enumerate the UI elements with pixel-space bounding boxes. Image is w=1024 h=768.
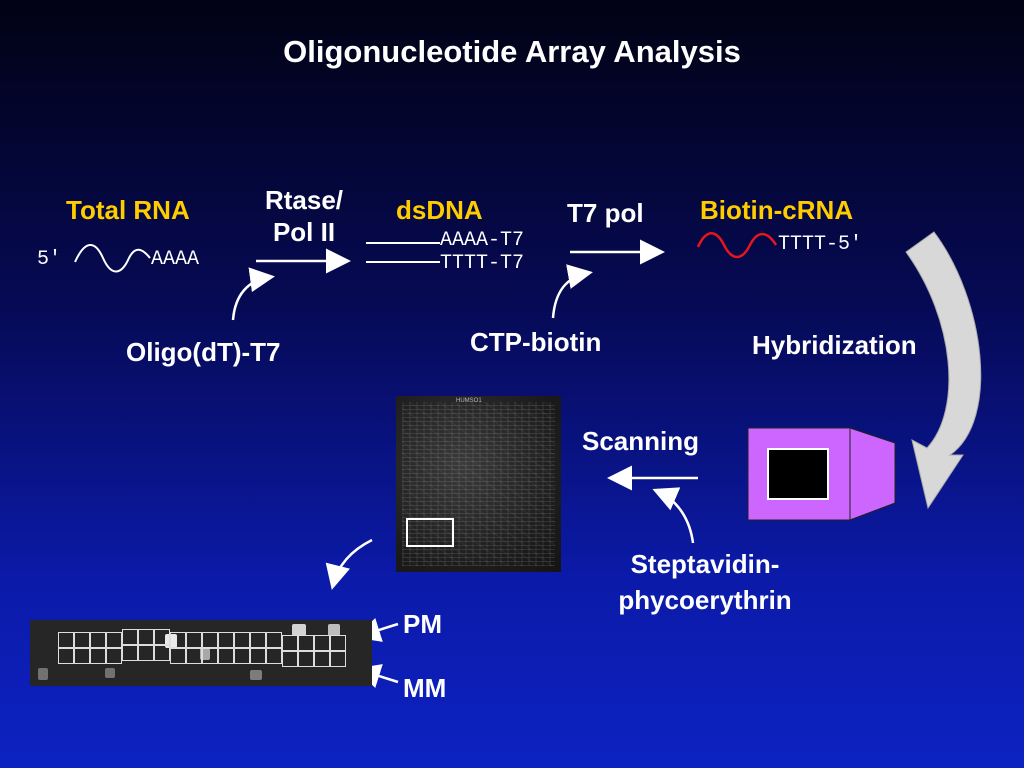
probe-spot — [292, 624, 306, 636]
label-dsdna: dsDNA — [396, 195, 483, 225]
mm-probe-cell — [250, 648, 266, 664]
probe-spot — [200, 648, 210, 660]
crna-tail-seq: TTTT-5′ — [778, 233, 863, 256]
label-strep-line2: phycoerythrin — [618, 585, 792, 615]
label-t7-pol: T7 pol — [567, 198, 644, 228]
pm-probe-cell — [154, 629, 170, 645]
rna-polya-tail: AAAA — [151, 248, 200, 271]
pm-probe-cell — [266, 632, 282, 648]
arrow-oligo — [231, 267, 275, 321]
probe-spot — [250, 670, 262, 680]
chip-caption: HUMSO1 — [456, 398, 482, 404]
probe-spot — [38, 668, 48, 680]
probe-cell-grid — [58, 629, 372, 667]
dsdna-top-strand-seq: AAAA-T7 — [440, 229, 525, 252]
arrow-streptavidin — [652, 487, 695, 544]
mm-probe-cell — [218, 648, 234, 664]
label-rtase-line1: Rtase/ — [264, 185, 344, 215]
pm-probe-cell — [58, 632, 74, 648]
label-hybridization: Hybridization — [752, 330, 917, 360]
chip-texture — [402, 402, 555, 566]
pm-probe-cell — [234, 632, 250, 648]
mm-probe-cell — [74, 648, 90, 664]
label-mm: MM — [403, 673, 447, 703]
label-rtase: Rtase/ Pol II — [258, 184, 350, 248]
label-biotin-crna: Biotin-cRNA — [700, 195, 854, 225]
arrow-hybridization — [905, 231, 982, 510]
label-oligo-dt-t7: Oligo(dT)-T7 — [126, 337, 281, 367]
mm-probe-cell — [154, 645, 170, 661]
pm-probe-cell — [314, 635, 330, 651]
label-pm: PM — [403, 609, 442, 639]
pm-probe-cell — [330, 635, 346, 651]
mm-probe-cell — [58, 648, 74, 664]
label-streptavidin: Steptavidin- phycoerythrin — [590, 546, 820, 618]
rna-squiggle — [74, 244, 151, 273]
pm-probe-cell — [74, 632, 90, 648]
probe-pair-strip — [30, 620, 372, 686]
mm-probe-cell — [234, 648, 250, 664]
label-ctp-biotin: CTP-biotin — [470, 327, 602, 357]
pm-probe-cell — [186, 632, 202, 648]
pm-probe-cell — [90, 632, 106, 648]
probe-spot — [328, 624, 340, 636]
pm-probe-cell — [170, 632, 186, 648]
pm-probe-cell — [298, 635, 314, 651]
mm-probe-cell — [314, 651, 330, 667]
mm-probe-cell — [186, 648, 202, 664]
mm-probe-cell — [106, 648, 122, 664]
chip-zoom-box — [406, 518, 454, 547]
pm-probe-cell — [282, 635, 298, 651]
mm-probe-cell — [298, 651, 314, 667]
mm-probe-cell — [202, 648, 218, 664]
mm-probe-cell — [90, 648, 106, 664]
label-rtase-line2: Pol II — [272, 217, 336, 247]
pm-probe-cell — [202, 632, 218, 648]
pm-probe-cell — [138, 629, 154, 645]
pm-probe-cell — [250, 632, 266, 648]
label-scanning: Scanning — [582, 426, 700, 456]
crna-squiggle — [696, 232, 778, 259]
arrow-zoom — [325, 538, 373, 590]
rna-5prime-label: 5′ — [37, 248, 62, 271]
scanned-chip-image: HUMSO1 — [396, 396, 561, 572]
mm-probe-cell — [330, 651, 346, 667]
scanner-icon — [747, 427, 896, 521]
arrow-ctp — [551, 264, 593, 319]
pm-probe-cell — [122, 629, 138, 645]
mm-probe-cell — [266, 648, 282, 664]
pm-probe-cell — [106, 632, 122, 648]
mm-probe-cell — [282, 651, 298, 667]
mm-probe-cell — [138, 645, 154, 661]
page-title: Oligonucleotide Array Analysis — [283, 34, 741, 69]
mm-probe-cell — [170, 648, 186, 664]
label-strep-line1: Steptavidin- — [630, 549, 780, 579]
label-total-rna: Total RNA — [66, 195, 190, 225]
mm-probe-cell — [122, 645, 138, 661]
probe-spot — [105, 668, 115, 678]
pm-probe-cell — [218, 632, 234, 648]
dsdna-bottom-strand-seq: TTTT-T7 — [440, 252, 525, 275]
